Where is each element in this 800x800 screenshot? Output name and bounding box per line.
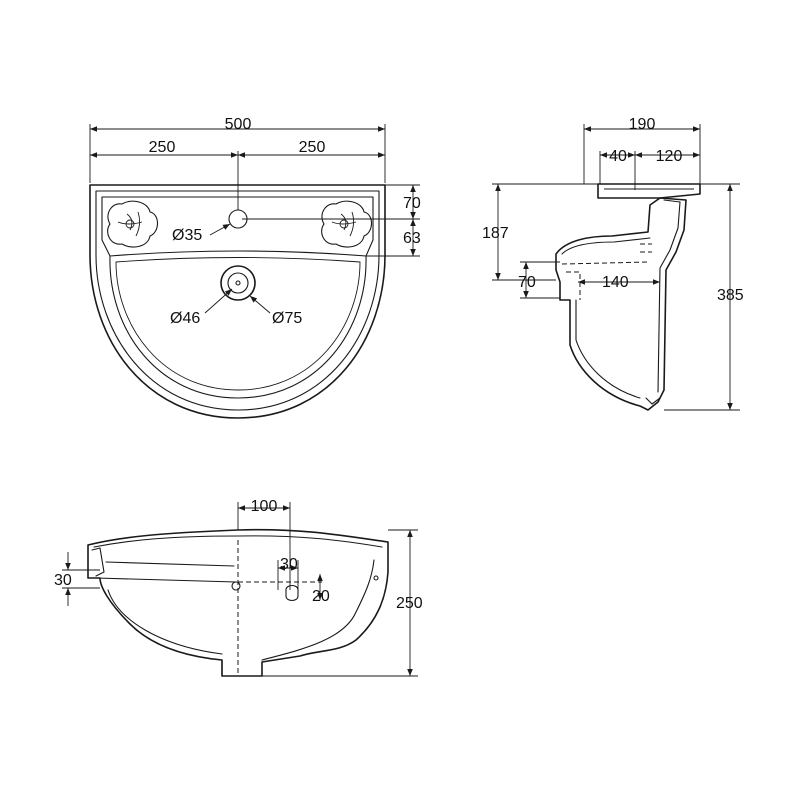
waste-outer [220, 265, 256, 301]
dim-overflow-height: 20 [312, 588, 330, 605]
dim-outlet-height: 70 [518, 274, 536, 291]
dim-inner-offset: 40 [609, 148, 627, 165]
left-handle-icon [107, 200, 159, 248]
dim-overflow-width: 30 [280, 556, 298, 573]
right-handle-icon [321, 200, 373, 248]
dim-overall-depth: 190 [629, 116, 656, 133]
side-deck [597, 183, 701, 199]
dim-front-outlet-offset: 100 [251, 498, 278, 515]
plan-view: 500 250 250 70 63 Ø35 Ø46 Ø75 [89, 116, 421, 419]
basin-bowl-outline [109, 250, 367, 399]
dim-overall-width: 500 [225, 116, 252, 133]
dim-right-half: 250 [299, 139, 326, 156]
dim-front-projection: 120 [656, 148, 683, 165]
basin-deck-edge-left [101, 196, 111, 257]
basin-bowl-inner [115, 257, 361, 391]
dim-waste-outer: Ø75 [272, 310, 302, 327]
basin-rim-line [95, 190, 380, 411]
front-outline [87, 528, 389, 677]
side-view: 190 40 120 187 70 140 385 [482, 116, 744, 411]
dim-left-half: 250 [149, 139, 176, 156]
side-hidden-waste [561, 243, 652, 300]
dim-rear-depth: 70 [403, 195, 421, 212]
dim-overall-height: 385 [717, 287, 744, 304]
waste-inner [227, 272, 249, 294]
front-view: 100 30 20 30 250 [54, 498, 423, 677]
dim-waste-inner: Ø46 [170, 310, 200, 327]
dim-outlet-offset: 140 [602, 274, 629, 291]
dim-bracket-height: 187 [482, 225, 509, 242]
dim-front-overall-height: 250 [396, 595, 423, 612]
side-body-outline [555, 197, 687, 411]
basin-deck-edge [101, 196, 374, 257]
basin-outer-outline [89, 184, 386, 419]
dim-rim-height: 30 [54, 572, 72, 589]
dim-tap-hole: Ø35 [172, 227, 202, 244]
dim-tap-offset: 63 [403, 230, 421, 247]
